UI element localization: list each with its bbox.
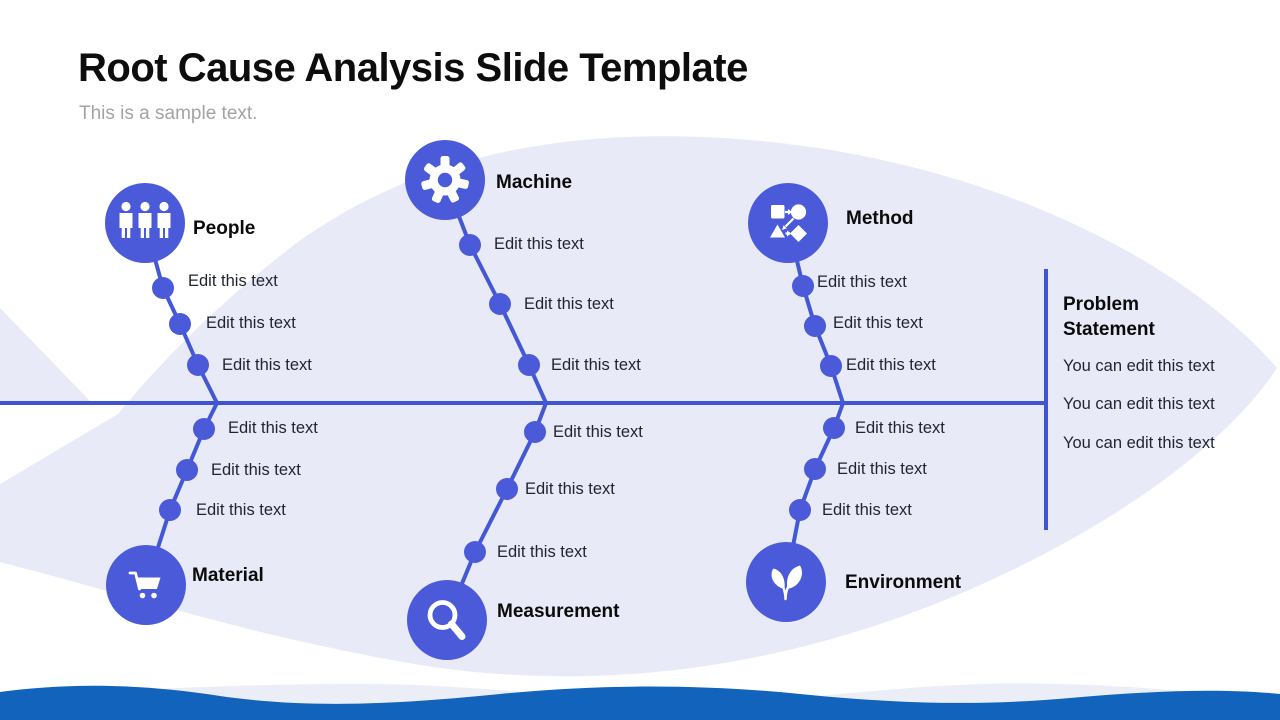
- cause-text[interactable]: Edit this text: [222, 356, 312, 374]
- branch-dot: [789, 499, 811, 521]
- branch-dot: [159, 499, 181, 521]
- branch-dot: [193, 418, 215, 440]
- cause-text[interactable]: Edit this text: [837, 460, 927, 478]
- branch-dot: [152, 277, 174, 299]
- branch-dot: [804, 458, 826, 480]
- cause-text[interactable]: Edit this text: [211, 461, 301, 479]
- method-shapes-icon: [748, 183, 828, 263]
- problem-statement-item[interactable]: You can edit this text: [1063, 357, 1215, 375]
- branch-dot: [496, 478, 518, 500]
- gear-icon: [405, 140, 485, 220]
- branch-dot: [524, 421, 546, 443]
- category-label-environment[interactable]: Environment: [845, 572, 962, 593]
- category-label-people[interactable]: People: [193, 218, 256, 239]
- magnifier-icon: [407, 580, 487, 660]
- category-label-measurement[interactable]: Measurement: [497, 601, 620, 622]
- branch-dot: [792, 275, 814, 297]
- cause-text[interactable]: Edit this text: [228, 419, 318, 437]
- cause-text[interactable]: Edit this text: [525, 480, 615, 498]
- cause-text[interactable]: Edit this text: [833, 314, 923, 332]
- footer-wave: [0, 685, 1280, 720]
- icon-circle: [746, 542, 826, 622]
- category-label-method[interactable]: Method: [846, 208, 914, 229]
- branch-dot: [187, 354, 209, 376]
- plant-icon: [746, 542, 826, 622]
- slide-title[interactable]: Root Cause Analysis Slide Template: [78, 46, 748, 90]
- branch-dot: [820, 355, 842, 377]
- branch-dot: [489, 293, 511, 315]
- category-label-machine[interactable]: Machine: [496, 172, 573, 193]
- branch-dot: [804, 315, 826, 337]
- branch-dot: [459, 234, 481, 256]
- branch-dot: [518, 354, 540, 376]
- people-icon: [105, 183, 185, 263]
- cause-text[interactable]: Edit this text: [196, 501, 286, 519]
- branch-dot: [823, 417, 845, 439]
- cause-text[interactable]: Edit this text: [846, 356, 936, 374]
- fish-body-shape: [0, 136, 1277, 677]
- fish-tail-shape: [0, 308, 90, 401]
- branch-dot: [169, 313, 191, 335]
- cause-text[interactable]: Edit this text: [494, 235, 584, 253]
- problem-statement-heading[interactable]: Problem Statement: [1063, 294, 1155, 340]
- branch-dot: [176, 459, 198, 481]
- cause-text[interactable]: Edit this text: [553, 423, 643, 441]
- cause-text[interactable]: Edit this text: [206, 314, 296, 332]
- icon-circle: [407, 580, 487, 660]
- cause-text[interactable]: Edit this text: [524, 295, 614, 313]
- cause-text[interactable]: Edit this text: [822, 501, 912, 519]
- cart-icon: [106, 545, 186, 625]
- slide-subtitle[interactable]: This is a sample text.: [79, 103, 258, 124]
- branch-dot: [464, 541, 486, 563]
- cause-text[interactable]: Edit this text: [551, 356, 641, 374]
- problem-statement-item[interactable]: You can edit this text: [1063, 434, 1215, 452]
- cause-text[interactable]: Edit this text: [188, 272, 278, 290]
- cause-text[interactable]: Edit this text: [817, 273, 907, 291]
- problem-statement-item[interactable]: You can edit this text: [1063, 395, 1215, 413]
- category-label-material[interactable]: Material: [192, 565, 264, 586]
- cause-text[interactable]: Edit this text: [855, 419, 945, 437]
- cause-text[interactable]: Edit this text: [497, 543, 587, 561]
